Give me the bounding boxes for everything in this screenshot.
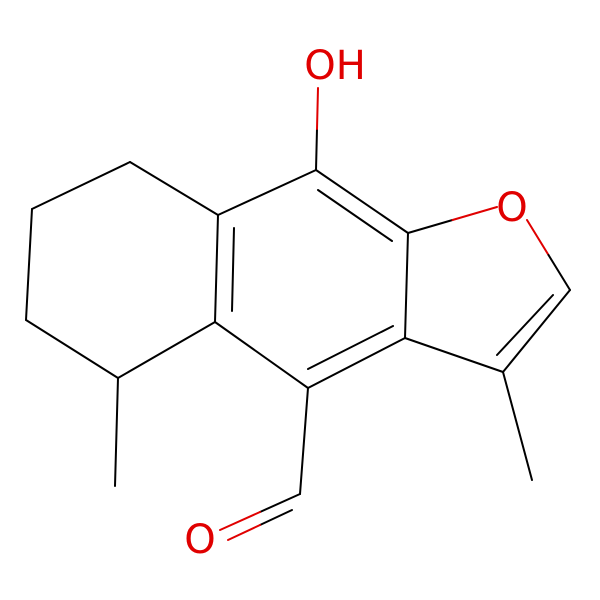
- bond-o1-c2-b: [547, 254, 571, 291]
- bond-c9a-o1-b: [451, 206, 498, 221]
- bond-c7-c6: [25, 208, 33, 321]
- bond-c3-methyl: [502, 371, 533, 481]
- bond-c3a-c4: [307, 337, 406, 389]
- bond-c9-c9a-inner: [317, 189, 393, 242]
- bond-c9a-o1-a: [407, 219, 454, 234]
- bond-c8-c7: [31, 161, 131, 210]
- bond-c2-c3: [502, 289, 571, 373]
- bond-c5-c4a: [117, 321, 216, 379]
- bond-c5-methyl: [114, 377, 119, 487]
- bond-c9-oh-a: [315, 128, 318, 171]
- bond-c3-c3a: [404, 337, 504, 373]
- hydroxyl-label: OH: [304, 43, 366, 89]
- bond-cho-o-inner-b: [227, 524, 261, 541]
- bond-c8a-c8: [129, 161, 219, 216]
- bond-c4a-c8a-inner: [231, 227, 235, 312]
- bond-c9a-c3a: [404, 232, 409, 339]
- bond-cho-o-b: [219, 511, 261, 531]
- aldehyde-oxygen-label: O: [184, 517, 215, 563]
- bond-c2-c3-inner: [496, 294, 554, 356]
- bond-cho-o-a: [259, 493, 301, 513]
- bond-group: [25, 87, 571, 541]
- bond-c8a-c9: [217, 169, 317, 216]
- bond-cho-o-inner-a: [259, 509, 293, 526]
- bond-c4a-c8a: [214, 214, 219, 323]
- bond-c9-oh-b: [316, 87, 319, 130]
- bond-c9-c9a: [315, 169, 409, 234]
- furan-oxygen-label: O: [496, 185, 527, 231]
- bond-o1-c2-a: [526, 219, 550, 256]
- bond-c6-c5: [25, 319, 119, 379]
- bond-c3a-c4-inner: [307, 325, 394, 370]
- bond-c4-cho: [299, 387, 309, 495]
- bond-c4-c4a: [214, 321, 309, 389]
